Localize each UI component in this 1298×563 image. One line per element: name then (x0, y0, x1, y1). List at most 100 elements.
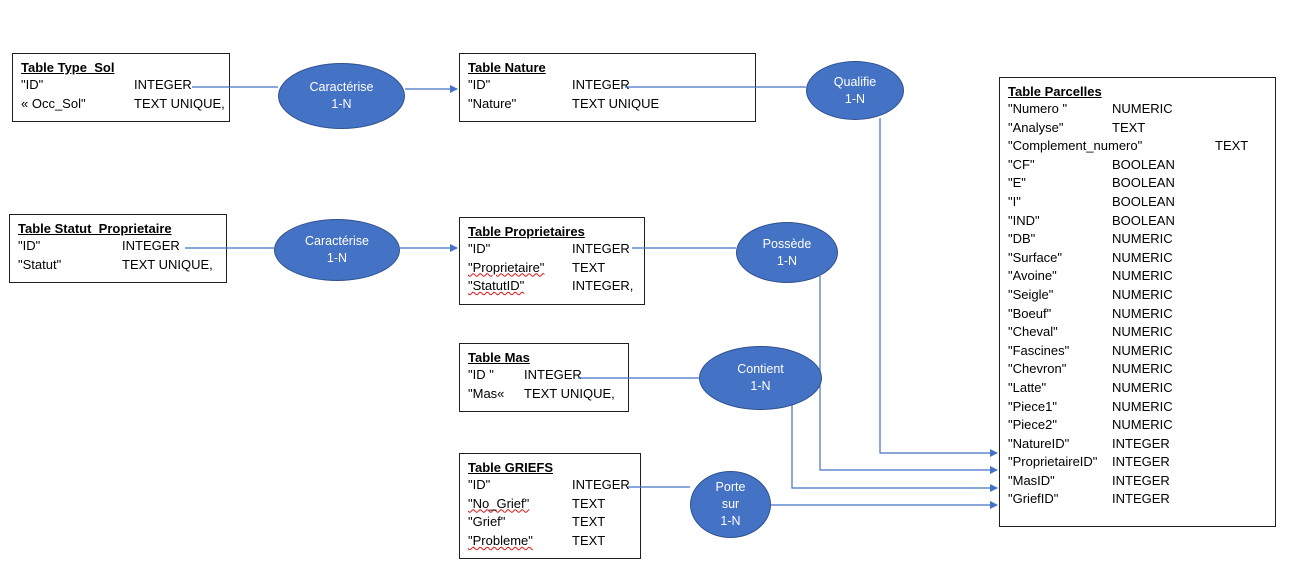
connector-contient-parcelles (791, 403, 998, 492)
field-type: NUMERIC (1112, 305, 1173, 321)
field-row: "ID"INTEGER (468, 240, 644, 259)
field-type: TEXT UNIQUE (572, 95, 660, 111)
field-row: "CF"BOOLEAN (1008, 156, 1275, 175)
field-row: "Seigle"NUMERIC (1008, 286, 1275, 305)
field-row: "Fascines" NUMERIC (1008, 342, 1275, 361)
field-name: "Boeuf" (1008, 305, 1052, 321)
table-title: Table Statut_Proprietaire (18, 221, 172, 236)
field-name: « Occ_Sol" (21, 95, 86, 111)
field-row: "Piece1"NUMERIC (1008, 398, 1275, 417)
relation-label: Contient (737, 362, 784, 376)
field-type: BOOLEAN (1112, 156, 1175, 172)
table-title: Table Proprietaires (468, 224, 585, 239)
field-name: "ID " (468, 367, 494, 382)
field-row: "IND" BOOLEAN (1008, 212, 1275, 231)
relation-label: Porte (715, 480, 746, 494)
field-type: BOOLEAN (1112, 175, 1175, 191)
field-name: "I" (1008, 193, 1021, 209)
relation-label: Caractérise (305, 234, 369, 248)
field-type: BOOLEAN (1112, 193, 1175, 209)
field-type: TEXT (572, 259, 606, 275)
field-type: TEXT UNIQUE, (524, 385, 615, 401)
field-name: "ID" (468, 241, 491, 256)
field-type: INTEGER (1112, 435, 1170, 451)
field-type: TEXT (572, 514, 606, 530)
field-row: "Cheval"NUMERIC (1008, 323, 1275, 342)
field-row: "Latte" NUMERIC (1008, 379, 1275, 398)
field-row: "Piece2"NUMERIC (1008, 416, 1275, 435)
field-type: NUMERIC (1112, 342, 1173, 358)
field-name: "Fascines" (1008, 342, 1070, 358)
field-row: "Mas« TEXT UNIQUE, (468, 385, 628, 404)
field-row: "NatureID"INTEGER (1008, 435, 1275, 454)
field-row: "Avoine"NUMERIC (1008, 267, 1275, 286)
field-name: "Statut" (18, 256, 62, 272)
field-name: "ID" (468, 77, 491, 92)
field-type: INTEGER (524, 367, 582, 382)
field-name: "Mas« (468, 385, 505, 401)
field-row: "Nature"TEXT UNIQUE (468, 95, 755, 114)
field-type: NUMERIC (1112, 417, 1173, 433)
field-name: "Complement_numero" (1008, 138, 1143, 154)
field-row: "ID"INTEGER (18, 237, 226, 256)
field-row: "StatutID"INTEGER, (468, 277, 644, 296)
relation-label: Qualifie (833, 74, 877, 89)
table-proprietaires: Table Proprietaires "ID"INTEGER "Proprie… (459, 217, 645, 305)
field-row: "Grief"TEXT (468, 513, 640, 532)
table-title: Table GRIEFS (468, 460, 553, 475)
field-row: "ID" INTEGER (468, 76, 755, 95)
relation-cardinality: 1-N (326, 251, 348, 265)
field-type: NUMERIC (1112, 361, 1173, 377)
field-row: "Surface"NUMERIC (1008, 249, 1275, 268)
field-row: "Analyse"TEXT (1008, 119, 1275, 138)
field-type: NUMERIC (1112, 249, 1173, 265)
field-type: NUMERIC (1112, 398, 1173, 414)
table-nature: Table Nature "ID" INTEGER "Nature"TEXT UN… (459, 53, 756, 122)
field-row: "Probleme"TEXT (468, 532, 640, 551)
field-type: NUMERIC (1112, 286, 1173, 302)
relation-label: Caractérise (309, 80, 374, 94)
field-name: "Latte" (1008, 379, 1047, 395)
field-name: "No_Grief" (468, 495, 530, 511)
table-title: Table Parcelles (1008, 84, 1102, 99)
field-name: "ID" (18, 238, 41, 253)
field-row: "ProprietaireID"INTEGER (1008, 453, 1275, 472)
relation-contient: Contient 1-N (699, 346, 822, 410)
field-name: "MasID" (1008, 472, 1055, 488)
field-type: INTEGER (572, 477, 630, 492)
relation-label: sur (721, 497, 740, 511)
relation-cardinality: 1-N (750, 379, 771, 393)
field-row: "ID" INTEGER (21, 76, 229, 95)
field-type: NUMERIC (1112, 231, 1173, 247)
field-type: INTEGER (134, 77, 192, 92)
field-type: INTEGER (1112, 472, 1170, 488)
field-row: "Boeuf" NUMERIC (1008, 305, 1275, 324)
field-type: INTEGER (572, 77, 630, 92)
table-title: Table Nature (468, 60, 546, 75)
relation-caracterise-statut: Caractérise 1-N (274, 219, 400, 281)
field-row: "Proprietaire"TEXT (468, 259, 644, 278)
field-name: "Chevron" (1008, 361, 1067, 377)
field-row: "Statut"TEXT UNIQUE, (18, 256, 226, 275)
field-row: "GriefID"INTEGER (1008, 490, 1275, 509)
field-type: INTEGER (1112, 454, 1170, 470)
field-type: NUMERIC (1112, 379, 1173, 395)
field-row: "MasID" INTEGER (1008, 472, 1275, 491)
field-name: "Cheval" (1008, 324, 1058, 340)
field-name: "IND" (1008, 212, 1040, 228)
field-name: "GriefID" (1008, 491, 1059, 507)
field-type: BOOLEAN (1112, 212, 1175, 228)
field-row: "Numero "NUMERIC (1008, 100, 1275, 119)
field-row: "No_Grief"TEXT (468, 495, 640, 514)
field-name: "DB" (1008, 231, 1036, 247)
connector-qualifie-parcelles (879, 118, 998, 457)
relation-cardinality: 1-N (776, 253, 798, 268)
table-griefs: Table GRIEFS "ID"INTEGER "No_Grief"TEXT … (459, 453, 641, 559)
field-row: "ID"INTEGER (468, 476, 640, 495)
parcelles-field-list: "Numero "NUMERIC"Analyse"TEXT"Complement… (1008, 100, 1275, 509)
field-name: "ID" (21, 77, 44, 92)
field-name: "Numero " (1008, 101, 1068, 116)
relation-caracterise-type-sol: Caractérise 1-N (278, 63, 405, 129)
field-type: TEXT (1112, 119, 1146, 135)
